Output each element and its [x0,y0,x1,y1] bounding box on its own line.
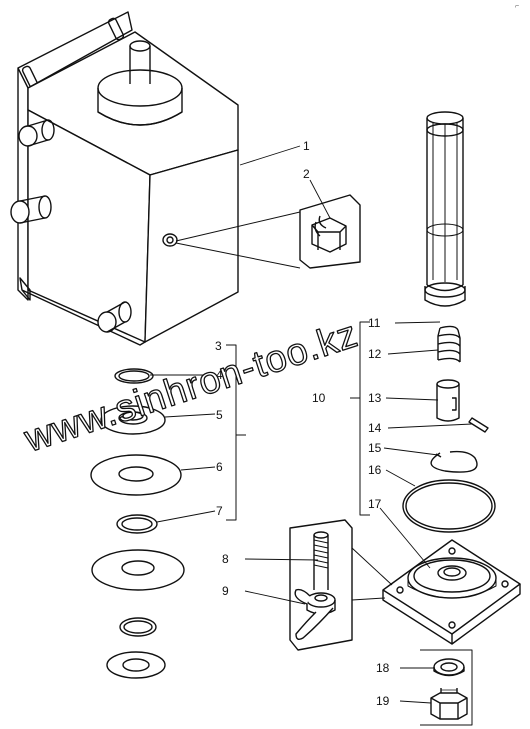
tank-filler-cap-base [97,69,183,107]
nut-callout [420,649,473,726]
pin-14 [468,417,489,433]
piston-13 [436,379,460,422]
left-seal-stack [90,344,246,679]
label-6: 6 [216,460,223,474]
tank-fitting-middle [10,195,52,224]
bolt-callout [289,519,393,651]
label-9: 9 [222,584,229,598]
label-15: 15 [368,441,382,455]
group-bracket-10 [350,321,370,516]
part-labels: 1 2 3 4 5 6 7 8 9 10 11 12 13 14 15 16 1… [215,139,390,708]
tank-fitting-lower [97,301,132,333]
label-7: 7 [216,504,223,518]
tank-bottom-bracket [19,277,146,346]
label-3: 3 [215,339,222,353]
wing-nut-9 [294,588,336,641]
nut-19 [430,688,468,720]
tank-fitting-upper [18,119,55,147]
flange-17 [382,539,521,645]
label-1: 1 [303,139,310,153]
gasket-6 [90,454,182,496]
label-2: 2 [303,167,310,181]
label-8: 8 [222,552,229,566]
o-ring-4 [114,368,154,384]
label-12: 12 [368,347,382,361]
watermark-text: www.sinhron-too.kz [19,313,363,461]
bolt-callout-frame [289,519,353,651]
o-ring-16 [402,479,496,533]
corner-mark: ⌐ [515,3,519,10]
gasket-lower [91,549,185,591]
ring-lower [119,617,157,637]
nut-callout-frame [420,649,473,726]
label-5: 5 [216,408,223,422]
label-16: 16 [368,463,382,477]
label-14: 14 [368,421,382,435]
label-17: 17 [368,497,382,511]
washer-5 [100,405,166,435]
leader-lines [150,145,473,704]
label-10: 10 [312,391,326,405]
washer-18 [433,658,465,677]
filter-element-11 [424,111,466,307]
label-18: 18 [376,661,390,675]
tank-drain-boss [162,233,178,247]
group-bracket-3 [226,344,246,521]
washer-lower [106,651,166,679]
label-11: 11 [368,316,381,330]
label-13: 13 [368,391,382,405]
ring-7 [116,514,158,534]
label-19: 19 [376,694,390,708]
stud-8 [313,531,329,590]
tank-assembly [10,11,239,346]
tank-filler-neck [129,40,151,52]
label-4: 4 [216,368,223,382]
spring-12 [437,325,461,363]
